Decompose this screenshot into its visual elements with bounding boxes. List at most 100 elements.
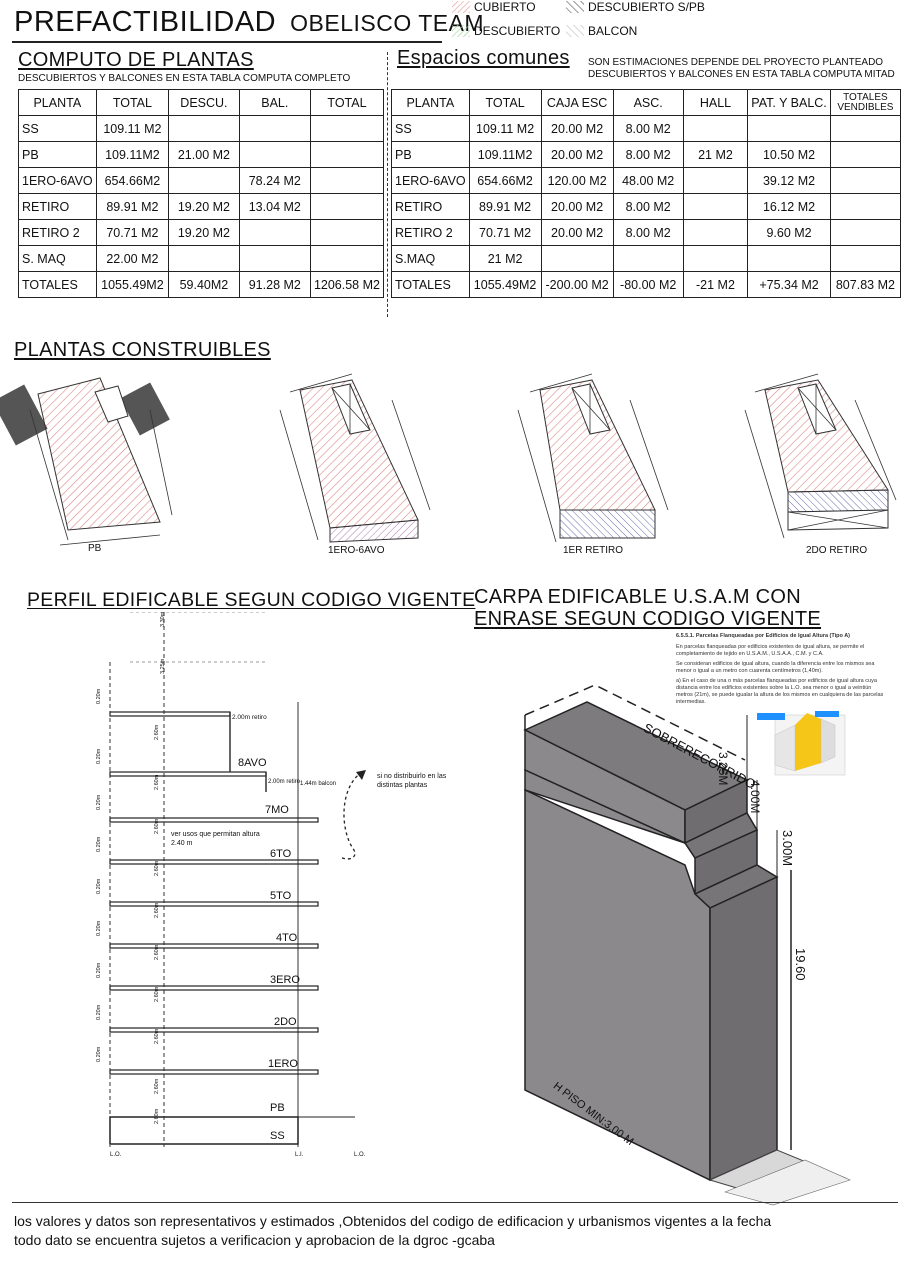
plan-1er-retiro [517,373,669,543]
computo-header-cell: PLANTA [18,89,97,116]
computo-cell [309,245,385,272]
espacios-cell: RETIRO [391,193,470,220]
carpa-code-p2: Se consideran edificios de igual altura,… [676,661,875,674]
perfil-note-usos: ver usos que permitan altura 2.40 m [171,830,260,848]
perfil-lo-mid: L.I. [295,1152,304,1158]
computo-cell: PB [18,141,97,168]
carpa-title-1: CARPA EDIFICABLE U.S.A.M CON [474,586,801,608]
computo-cell: 19.20 M2 [168,219,240,246]
descubierto-swatch-icon [452,25,470,37]
perfil-note-usos-2: 2.40 m [171,840,193,847]
carpa-code-p1: En parcelas flanqueadas por edificios ex… [676,644,865,657]
espacios-cell: 1055.49M2 [468,271,542,298]
computo-cell: 13.04 M2 [238,193,311,220]
plan-label-2do-retiro: 2DO RETIRO [806,545,868,556]
espacios-cell: -80.00 M2 [612,271,684,298]
espacios-cell: 39.12 M2 [747,167,831,194]
carpa-code-excerpt: 6.5.5.1. Parcelas Flanqueadas por Edific… [676,633,886,706]
espacios-cell: 21 M2 [468,245,542,272]
perfil-floor-label: 4TO [276,932,298,944]
table-divider [387,52,388,317]
espacios-header-cell: PAT. Y BALC. [747,89,831,116]
espacios-cell [829,219,902,246]
perfil-dim-label: 0.20m [96,794,102,810]
perfil-slab [109,901,319,907]
footer-line-2: todo dato se encuentra sujetos a verific… [14,1232,495,1248]
perfil-lo-right: L.O. [354,1152,366,1158]
perfil-floor-label: SS [270,1130,285,1142]
footer-rule [12,1202,898,1203]
legend-descubierto-spb-label: DESCUBIERTO S/PB [588,0,705,14]
perfil-dim-label: 2.60m [154,818,160,834]
computo-cell [168,115,240,142]
computo-cell: 19.20 M2 [168,193,240,220]
computo-cell: TOTALES [18,271,97,298]
title-text: PREFACTIBILIDAD [14,6,277,38]
plan-1ero-6avo [279,373,431,543]
computo-cell: RETIRO [18,193,97,220]
carpa-dim-1960: 19.60 [793,948,808,981]
perfil-slab [109,711,231,717]
espacios-cell: 8.00 M2 [612,141,684,168]
carpa-dim-325: 3.25M [716,752,730,786]
computo-cell: 109.11M2 [95,141,170,168]
perfil-floor-label: 6TO [270,848,292,860]
espacios-cell: 10.50 M2 [747,141,831,168]
computo-cell: 654.66M2 [95,167,170,194]
perfil-note-usos-1: ver usos que permitan altura [171,831,260,838]
espacios-cell: 9.60 M2 [747,219,831,246]
computo-cell [309,141,385,168]
espacios-header-cell: TOTALES VENDIBLES [829,89,902,116]
computo-header-cell: TOTAL [309,89,385,116]
legend-balcon-label: BALCON [588,24,638,38]
computo-cell [238,115,311,142]
computo-cell [309,167,385,194]
perfil-slab [109,817,319,823]
espacios-cell [747,245,831,272]
carpa-code-p3: a) En el caso de una o más parcelas flan… [676,678,884,705]
espacios-cell: 8.00 M2 [612,219,684,246]
perfil-dim-label: 0.20m [96,1004,102,1020]
espacios-header-cell: PLANTA [391,89,470,116]
legend-cubierto: CUBIERTO [452,0,536,14]
computo-cell [309,219,385,246]
espacios-header-cell: HALL [682,89,749,116]
descubierto-spb-swatch-icon [566,1,584,13]
espacios-cell [540,245,614,272]
espacios-cell: 1ERO-6AVO [391,167,470,194]
perfil-drawing [109,612,366,1147]
legend-descubierto-label: DESCUBIERTO [474,24,561,38]
espacios-header-cell: CAJA ESC [540,89,614,116]
espacios-cell: SS [391,115,470,142]
espacios-cell: +75.34 M2 [747,271,831,298]
plantas-title: PLANTAS CONSTRUIBLES [14,339,271,361]
perfil-slab [109,943,319,949]
espacios-cell [682,193,749,220]
perfil-dim-label: 0.20m [96,748,102,764]
computo-cell: 78.24 M2 [238,167,311,194]
computo-cell: 109.11 M2 [95,115,170,142]
computo-cell: 70.71 M2 [95,219,170,246]
perfil-floor-label: 3ERO [270,974,300,986]
perfil-dim-label: 2.60m [154,1108,160,1124]
plan-label-1ero-6avo: 1ERO-6AVO [328,545,385,556]
perfil-retiro-1: 2.00m retiro [232,714,267,721]
computo-cell: 1206.58 M2 [309,271,385,298]
perfil-dim-label: 2.60m [154,724,160,740]
computo-title: COMPUTO DE PLANTAS [18,49,254,71]
espacios-cell [747,115,831,142]
espacios-cell [829,193,902,220]
computo-cell: 91.28 M2 [238,271,311,298]
plantas-drawings [0,373,897,546]
espacios-cell: -200.00 M2 [540,271,614,298]
